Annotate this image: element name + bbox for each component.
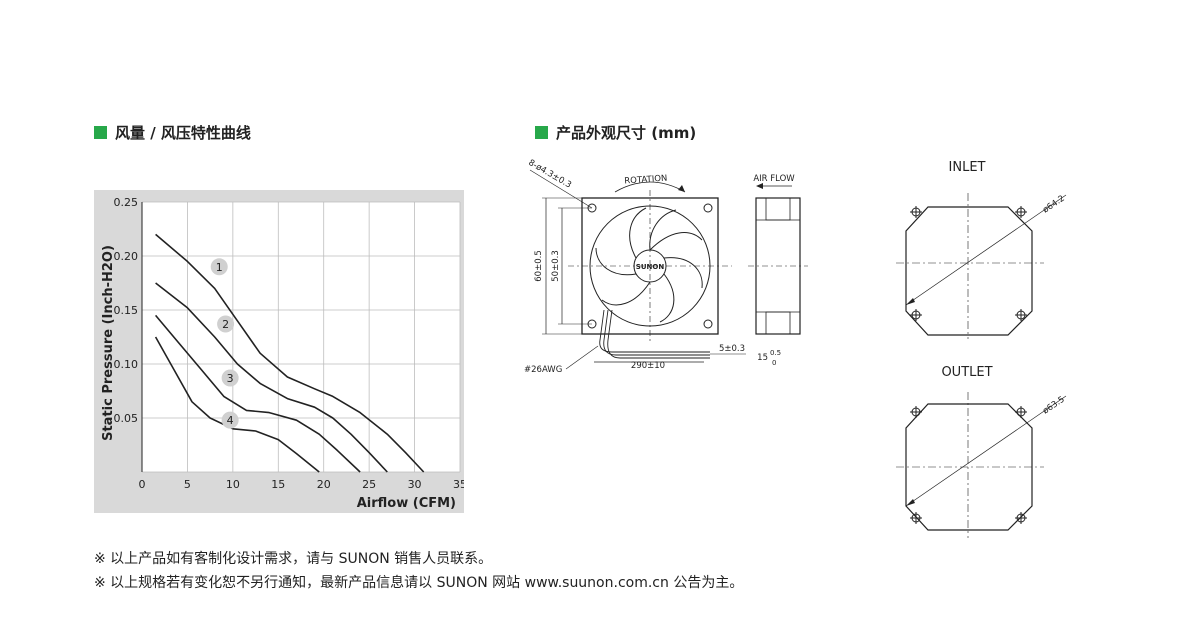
y-tick-label: 0.10: [114, 358, 139, 371]
wire-gauge-label: #26AWG: [524, 365, 562, 375]
outlet-drawing: OUTLET ø63.5: [896, 365, 1067, 538]
inlet-diameter-line: [905, 194, 1067, 306]
dim-inner-label: 50±0.3: [551, 250, 561, 281]
curve-label-1: 1: [216, 261, 223, 274]
section-marker-icon: [535, 126, 548, 139]
curve-label-badge: [210, 258, 228, 276]
hole-spec-leader: [529, 169, 593, 209]
inlet-holes-icon: [910, 206, 1027, 321]
curve-label-2: 2: [222, 318, 229, 331]
strip-length-label: 5±0.3: [719, 344, 745, 354]
lead-wires: [599, 309, 710, 359]
x-tick-label: 15: [271, 478, 285, 491]
fan-dimension-drawing: SUNON ROTATION 8-ø4.3±0.3 60±0.5 50±0.3 …: [524, 158, 808, 375]
air-flow-label: AIR FLOW: [753, 174, 795, 184]
inlet-drawing: INLET ø64.2: [896, 160, 1067, 339]
curve-1: [155, 233, 425, 473]
curve-label-3: 3: [227, 372, 234, 385]
x-tick-label: 20: [317, 478, 331, 491]
note-spec-change: ※ 以上规格若有变化恕不另行通知，最新产品信息请以 SUNON 网站 www.s…: [94, 575, 744, 591]
outlet-diameter-label: ø63.5: [1041, 395, 1067, 417]
thickness-label: 15: [757, 353, 768, 363]
dimension-title-text: 产品外观尺寸 (mm): [556, 124, 697, 142]
x-tick-label: 30: [408, 478, 422, 491]
x-tick-label: 0: [139, 478, 146, 491]
grid: [141, 201, 461, 473]
y-tick-label: 0.15: [114, 304, 139, 317]
curve-4: [154, 336, 320, 473]
tick-labels: 0 5 10 15 20 25 30 35 0.05 0.10 0.15 0.20 0.25: [114, 196, 465, 491]
inlet-outline: [905, 206, 1033, 336]
y-tick-label: 0.20: [114, 250, 139, 263]
brand-label: SUNON: [636, 263, 665, 271]
note-customization: ※ 以上产品如有客制化设计需求，请与 SUNON 销售人员联系。: [94, 551, 493, 567]
x-axis-label: Airflow (CFM): [357, 496, 456, 511]
outlet-diameter-line: [905, 395, 1067, 507]
wire-gauge-leader: [565, 345, 599, 370]
curve-2: [155, 282, 388, 473]
curve-labels: 1 2 3 4: [210, 258, 239, 429]
dimension-section-title: 产品外观尺寸 (mm): [535, 122, 696, 143]
curve-3: [154, 314, 361, 473]
hole-spec-label: 8-ø4.3±0.3: [527, 158, 573, 191]
x-tick-label: 5: [184, 478, 191, 491]
x-tick-label: 10: [226, 478, 240, 491]
outlet-label: OUTLET: [941, 365, 992, 380]
air-flow-arrowhead-icon: [756, 183, 763, 189]
inlet-label: INLET: [949, 160, 986, 175]
x-tick-label: 35: [453, 478, 464, 491]
thickness-tol-minus: 0: [772, 359, 776, 367]
thickness-tol-plus: 0.5: [770, 349, 781, 357]
curves: [154, 233, 425, 473]
y-axis-label: Static Pressure (Inch-H2O): [101, 245, 116, 441]
curve-label-badge: [221, 369, 239, 387]
x-tick-label: 25: [362, 478, 376, 491]
curve-label-4: 4: [227, 414, 234, 427]
y-tick-label: 0.25: [114, 196, 139, 209]
fan-blades-icon: [595, 207, 703, 323]
section-marker-icon: [94, 126, 107, 139]
rotation-arrow-icon: [614, 181, 686, 193]
curve-label-badge: [217, 315, 235, 333]
y-tick-label: 0.05: [114, 412, 139, 425]
dim-outer-label: 60±0.5: [534, 250, 544, 281]
plot-area: [142, 202, 460, 472]
curve-section-title: 风量 / 风压特性曲线: [94, 122, 251, 143]
inlet-diameter-label: ø64.2: [1041, 194, 1067, 216]
rotation-arrowhead-icon: [678, 185, 685, 192]
curve-title-text: 风量 / 风压特性曲线: [115, 124, 251, 142]
outlet-holes-icon: [910, 406, 1027, 524]
lead-length-label: 290±10: [631, 361, 665, 371]
rotation-label: ROTATION: [624, 174, 668, 187]
curve-label-badge: [221, 411, 239, 429]
